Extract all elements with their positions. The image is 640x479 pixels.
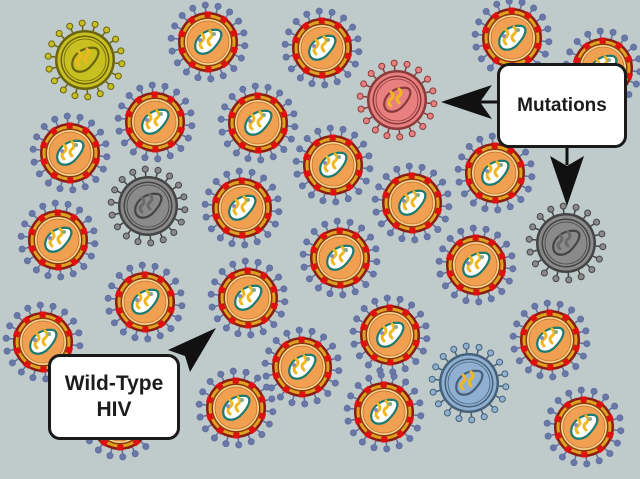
wild-type-label-line1: Wild-Type (64, 372, 164, 395)
wild-type-virus (104, 261, 186, 343)
wild-type-virus (17, 199, 99, 281)
wild-type-virus (292, 124, 374, 206)
wild-type-virus (435, 224, 517, 306)
wild-type-label-line2: HIV (96, 398, 132, 421)
wild-type-virus (201, 167, 283, 249)
arrow-to-wild-type (168, 328, 216, 372)
wild-type-virus (454, 132, 536, 214)
mutant-gray-virus (525, 202, 607, 284)
wild-type-virus (509, 299, 591, 381)
mutations-label: Mutations (497, 63, 627, 148)
wild-type-virus (29, 112, 111, 194)
mutant-pink-virus (356, 59, 438, 141)
wild-type-virus (207, 257, 289, 339)
wild-type-virus (371, 162, 453, 244)
wild-type-virus (281, 7, 363, 89)
mutant-yellow-virus (44, 19, 126, 101)
wild-type-virus (299, 217, 381, 299)
wild-type-virus (543, 386, 625, 468)
mutant-gray-virus (107, 165, 189, 247)
wild-type-virus (217, 82, 299, 164)
wild-type-label: Wild-Type HIV (48, 354, 180, 440)
wild-type-virus (349, 294, 431, 376)
wild-type-virus (114, 81, 196, 163)
mutant-blue-virus (428, 342, 510, 424)
wild-type-virus (195, 367, 277, 449)
wild-type-virus (343, 371, 425, 453)
wild-type-virus (167, 1, 249, 83)
arrow-to-gray-mutant (550, 148, 584, 206)
mutations-label-text: Mutations (517, 94, 607, 116)
wild-type-virus (261, 326, 343, 408)
arrow-to-pink-mutant (441, 85, 497, 119)
